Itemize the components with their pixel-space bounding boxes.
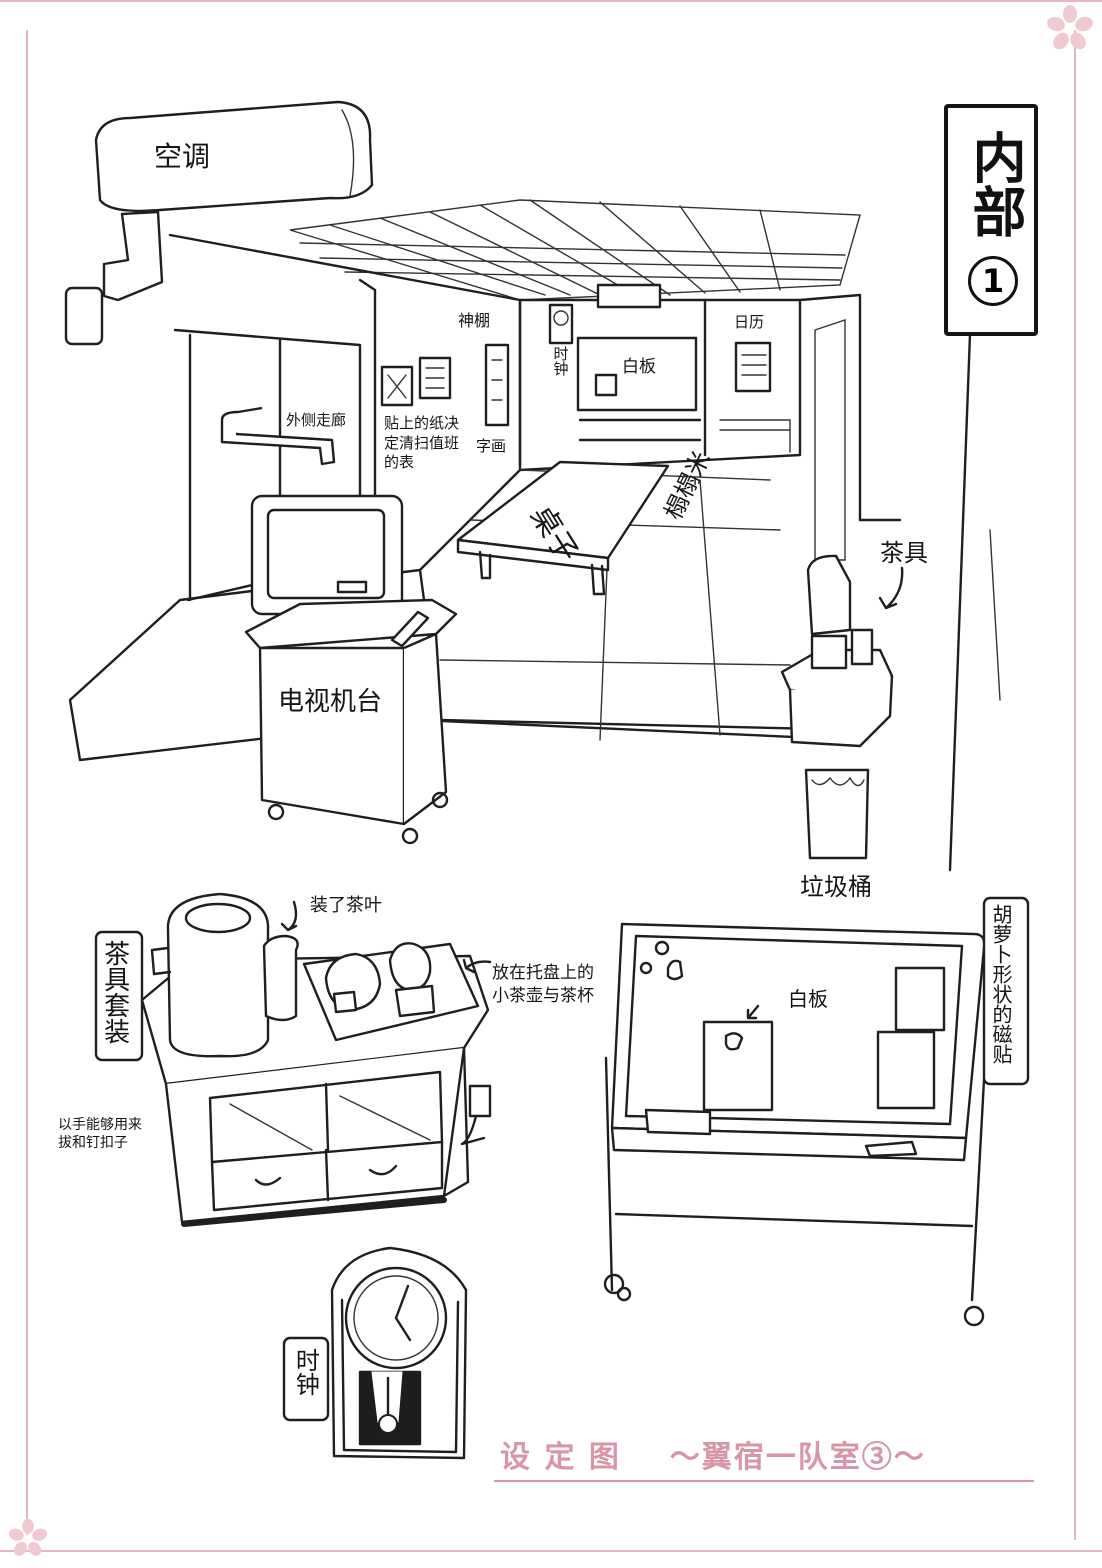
tea-set-box bbox=[94, 930, 144, 1062]
corner-title: 内部 bbox=[963, 130, 1026, 238]
label-tea-leaves: 装了茶叶 bbox=[310, 895, 382, 916]
tea-set-table bbox=[780, 554, 894, 748]
label-outer-corridor: 外侧走廊 bbox=[286, 411, 347, 429]
air-conditioner-unit bbox=[64, 100, 374, 346]
corner-title-number: 1 bbox=[968, 256, 1018, 306]
label-scroll: 字画 bbox=[476, 437, 507, 455]
label-calendar: 日历 bbox=[734, 313, 765, 331]
frame-top bbox=[0, 0, 1102, 2]
cherry-blossom-icon bbox=[8, 1518, 48, 1556]
label-clock: 时钟 bbox=[291, 1348, 320, 1396]
frame-bottom bbox=[0, 1550, 1102, 1552]
door-handle bbox=[220, 406, 336, 466]
label-whiteboard: 白板 bbox=[788, 987, 828, 1011]
label-clock-small: 时钟 bbox=[551, 346, 570, 376]
label-shrine-shelf: 神棚 bbox=[458, 311, 491, 330]
label-trash-can: 垃圾桶 bbox=[800, 873, 872, 901]
arrow-tea-set bbox=[878, 566, 904, 610]
corner-title-box: 内部 1 bbox=[944, 104, 1038, 336]
clock-box bbox=[282, 1336, 330, 1422]
tea-cabinet bbox=[140, 892, 492, 1227]
frame-right bbox=[1074, 30, 1076, 1540]
label-carrot-magnet: 胡萝卜形状的磁贴 bbox=[989, 904, 1013, 1064]
label-tv-stand: 电视机台 bbox=[278, 687, 383, 717]
label-hooks: 以手能够用来拔和钉扣子 bbox=[58, 1117, 142, 1152]
magnet-box bbox=[982, 896, 1030, 1086]
arrow-tea-tray bbox=[462, 958, 492, 974]
label-air-conditioner: 空调 bbox=[154, 140, 211, 173]
whiteboard-stand bbox=[603, 922, 986, 1327]
page-caption: 设 定 图 ～翼宿一队室③～ bbox=[500, 1432, 1030, 1478]
frame-left bbox=[26, 30, 28, 1540]
label-notice: 贴上的纸决定清扫值班的表 bbox=[384, 414, 460, 471]
caption-right: ～翼宿一队室③～ bbox=[669, 1440, 926, 1475]
tv-on-stand bbox=[244, 494, 458, 845]
label-tea-set-full: 茶具套装 bbox=[99, 940, 130, 1044]
caption-left: 设 定 图 bbox=[500, 1440, 621, 1475]
cherry-blossom-icon bbox=[1047, 5, 1093, 50]
trash-can bbox=[804, 768, 870, 860]
label-whiteboard-small: 白板 bbox=[622, 357, 656, 377]
low-table bbox=[456, 460, 670, 596]
label-teapot-tray: 放在托盘上的小茶壶与茶杯 bbox=[492, 963, 594, 1006]
pendulum-clock bbox=[330, 1246, 468, 1460]
caption-underline bbox=[494, 1480, 1034, 1482]
label-tea-set: 茶具 bbox=[880, 539, 928, 567]
